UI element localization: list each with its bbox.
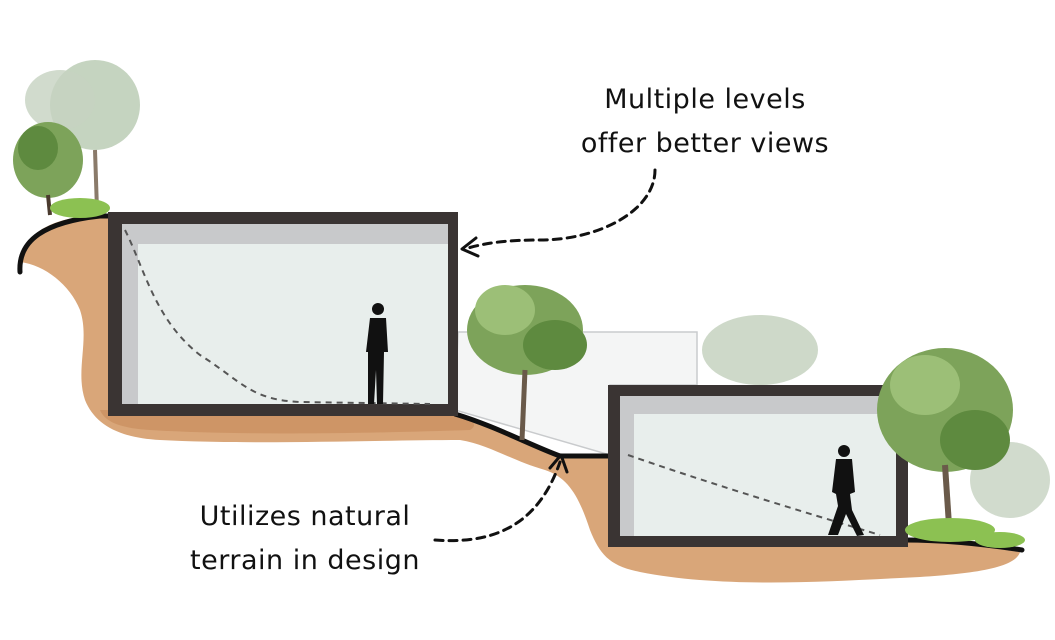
annotation-levels-line2: offer better views	[580, 128, 830, 159]
terrain-soil	[20, 214, 1020, 583]
tree-middle-icon	[467, 285, 587, 441]
arrowhead-upper-icon	[460, 236, 480, 258]
annotation-terrain-line2: terrain in design	[190, 545, 420, 576]
ground-line	[17, 213, 1025, 553]
person-walking-icon	[828, 445, 864, 536]
arrow-to-terrain	[433, 460, 562, 543]
tree-background-icon	[702, 315, 818, 385]
arrowhead-lower-icon	[548, 453, 569, 474]
lower-level-room	[608, 385, 908, 547]
annotation-terrain-line1: Utilizes natural	[199, 501, 411, 532]
upper-level-room	[108, 212, 458, 416]
annotation-multiple-levels: Multiple levels offer better views	[540, 78, 870, 166]
annotation-levels-line1: Multiple levels	[604, 84, 806, 115]
person-standing-icon	[366, 303, 388, 404]
upper-sight-line	[124, 229, 431, 405]
annotation-natural-terrain: Utilizes natural terrain in design	[150, 495, 460, 583]
arrow-to-upper-room	[466, 168, 657, 250]
tree-top-left-icon	[13, 60, 140, 218]
tree-right-icon	[877, 348, 1050, 548]
lower-sight-line	[627, 454, 881, 536]
